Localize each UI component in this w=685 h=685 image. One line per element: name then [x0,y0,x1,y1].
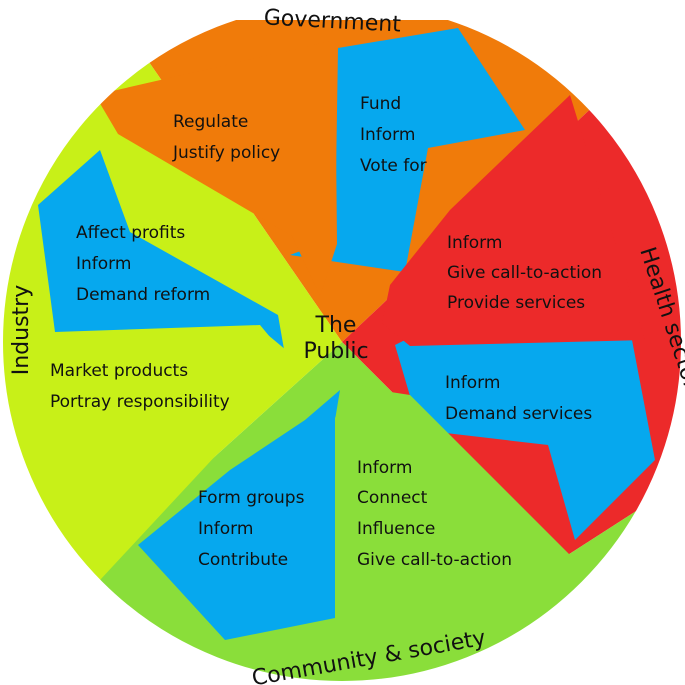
public-to-community-item: Contribute [198,550,288,570]
public-to-health-item: Inform [445,373,500,393]
arrow-from-public-to-community [138,390,340,640]
public-to-community-item: Inform [198,519,253,539]
health-to-public-item: Provide services [447,293,585,313]
government-to-public-item: Regulate [173,112,248,132]
public-to-community-item: Form groups [198,488,305,508]
community-to-public-item: Give call-to-action [357,550,512,570]
public-to-government-item: Inform [360,125,415,145]
public-to-industry-item: Inform [76,254,131,274]
health-to-public-item: Inform [447,233,502,253]
industry-to-public-item: Market products [50,361,188,381]
public-to-industry-item: Affect profits [76,223,185,243]
arrow-from-public-to-health [395,330,655,540]
center-label-line1: The [315,313,357,338]
government-to-public-item: Justify policy [172,143,280,163]
community-to-public-item: Influence [357,519,435,539]
public-to-industry-item: Demand reform [76,285,210,305]
arrow-from-public-to-government [290,28,525,272]
public-to-government-item: Vote for [360,156,427,176]
public-to-health-item: Demand services [445,404,592,424]
public-to-government-item: Fund [360,94,401,114]
arrow-industry-to-public [40,330,292,580]
industry-to-public-item: Portray responsibility [50,392,230,412]
community-to-public-item: Inform [357,458,412,478]
arrow-community-to-public [335,382,590,620]
arrow-from-public-to-industry [38,150,285,355]
industry-label: Industry [9,285,34,376]
center-label-line2: Public [303,339,368,364]
arrow-health-to-public [382,95,645,346]
arrow-government-to-public [95,40,337,296]
health-to-public-item: Give call-to-action [447,263,602,283]
community-to-public-item: Connect [357,488,428,508]
